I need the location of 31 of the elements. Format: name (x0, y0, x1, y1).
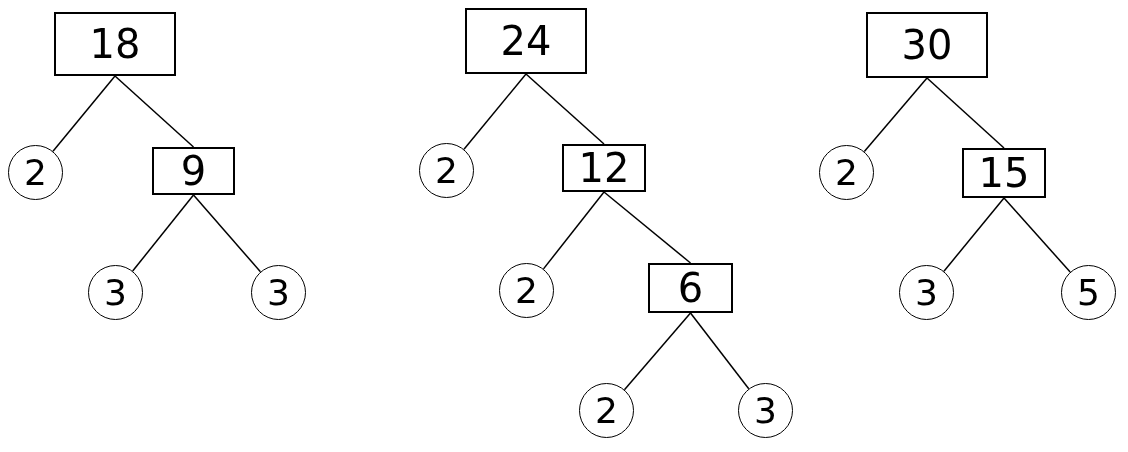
factor-box: 12 (562, 144, 646, 192)
factor-circle: 2 (579, 383, 634, 438)
factor-box: 30 (866, 12, 988, 78)
factor-circle: 3 (738, 383, 793, 438)
factor-circle: 2 (8, 145, 63, 200)
factor-circle: 2 (499, 263, 554, 318)
tree-branch-line (114, 75, 195, 148)
tree-branch-line (192, 194, 262, 273)
factor-circle: 3 (899, 265, 954, 320)
factor-box: 6 (648, 263, 733, 313)
tree-branch-line (1003, 197, 1071, 273)
tree-branch-line (926, 77, 1005, 149)
factor-box: 18 (54, 12, 176, 76)
factor-box: 9 (152, 147, 235, 195)
tree-branch-line (863, 77, 928, 153)
tree-branch-line (689, 312, 750, 390)
factor-circle: 3 (251, 265, 306, 320)
tree-branch-line (603, 191, 692, 264)
factor-circle: 5 (1061, 265, 1116, 320)
factor-box: 15 (962, 148, 1046, 198)
tree-branch-line (623, 312, 692, 391)
tree-branch-line (542, 191, 605, 270)
factor-circle: 2 (419, 143, 474, 198)
tree-branch-line (131, 194, 195, 272)
tree-branch-line (463, 73, 527, 151)
factor-circle: 2 (819, 145, 874, 200)
tree-branch-line (52, 75, 116, 153)
tree-branch-line (525, 73, 605, 145)
tree-branch-line (943, 197, 1005, 272)
factor-box: 24 (465, 8, 587, 74)
factor-circle: 3 (88, 265, 143, 320)
